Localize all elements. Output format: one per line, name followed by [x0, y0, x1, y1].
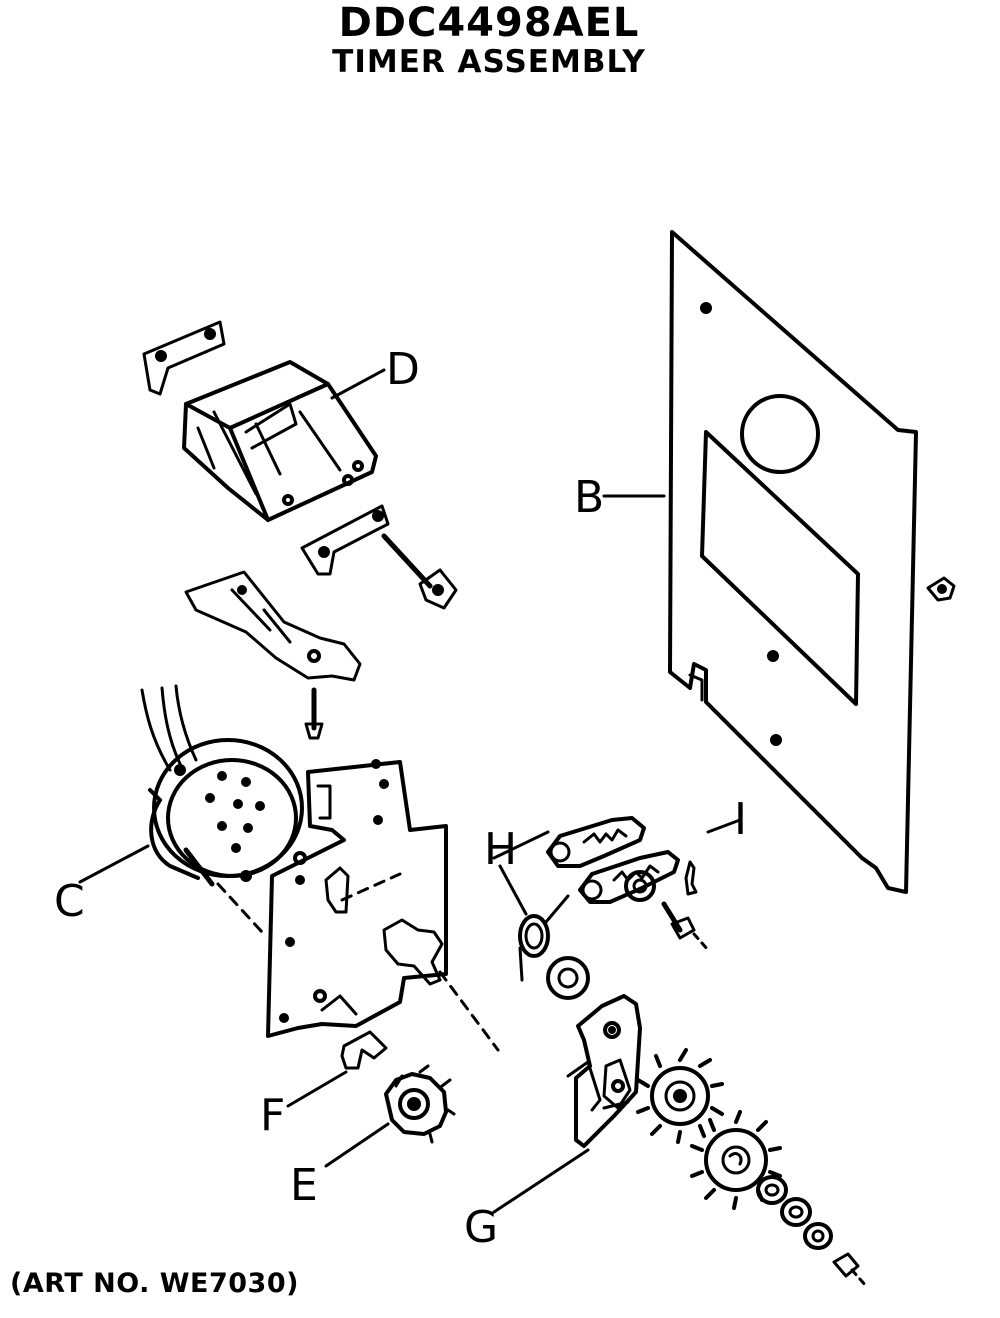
- frame-dashed-axis: [216, 872, 500, 1052]
- timer-motor-c: [140, 684, 304, 887]
- gear-washers: [756, 1175, 833, 1250]
- timer-frame: [266, 759, 448, 1038]
- lever-bracket-g: [566, 994, 642, 1148]
- gear-e: [384, 1064, 456, 1144]
- cam-screw: [661, 901, 710, 952]
- leader-lines: [78, 368, 742, 1214]
- callout-i: I: [734, 794, 747, 845]
- callout-g: G: [464, 1202, 498, 1253]
- callout-f: F: [260, 1090, 285, 1141]
- callout-c: C: [54, 876, 85, 927]
- pin-i: [684, 860, 698, 896]
- timer-mounting-plate-b: [668, 230, 918, 894]
- callout-e: E: [290, 1160, 318, 1211]
- plate-screw: [926, 576, 956, 602]
- callout-b: B: [574, 472, 604, 523]
- art-number: (ART NO. WE7030): [10, 1268, 299, 1299]
- cam-washer: [624, 870, 656, 902]
- spring-h: [518, 894, 570, 982]
- lower-gear: [690, 1110, 782, 1210]
- timer-switch-d: [142, 320, 390, 576]
- switch-actuator-bracket: [184, 570, 362, 682]
- bracket-screw: [304, 687, 324, 740]
- assembly-subtitle: TIMER ASSEMBLY: [332, 44, 646, 80]
- model-number-title: DDC4498AEL: [338, 0, 640, 46]
- washer: [546, 956, 590, 1000]
- gear-screw: [832, 1252, 868, 1288]
- upper-gear: [636, 1048, 724, 1144]
- upper-cam: [546, 816, 646, 868]
- clip-f: [340, 1030, 388, 1070]
- callout-d: D: [386, 344, 420, 395]
- switch-screw: [381, 533, 458, 610]
- title-block: DDC4498AEL TIMER ASSEMBLY: [0, 2, 1000, 80]
- callout-h: H: [484, 824, 517, 875]
